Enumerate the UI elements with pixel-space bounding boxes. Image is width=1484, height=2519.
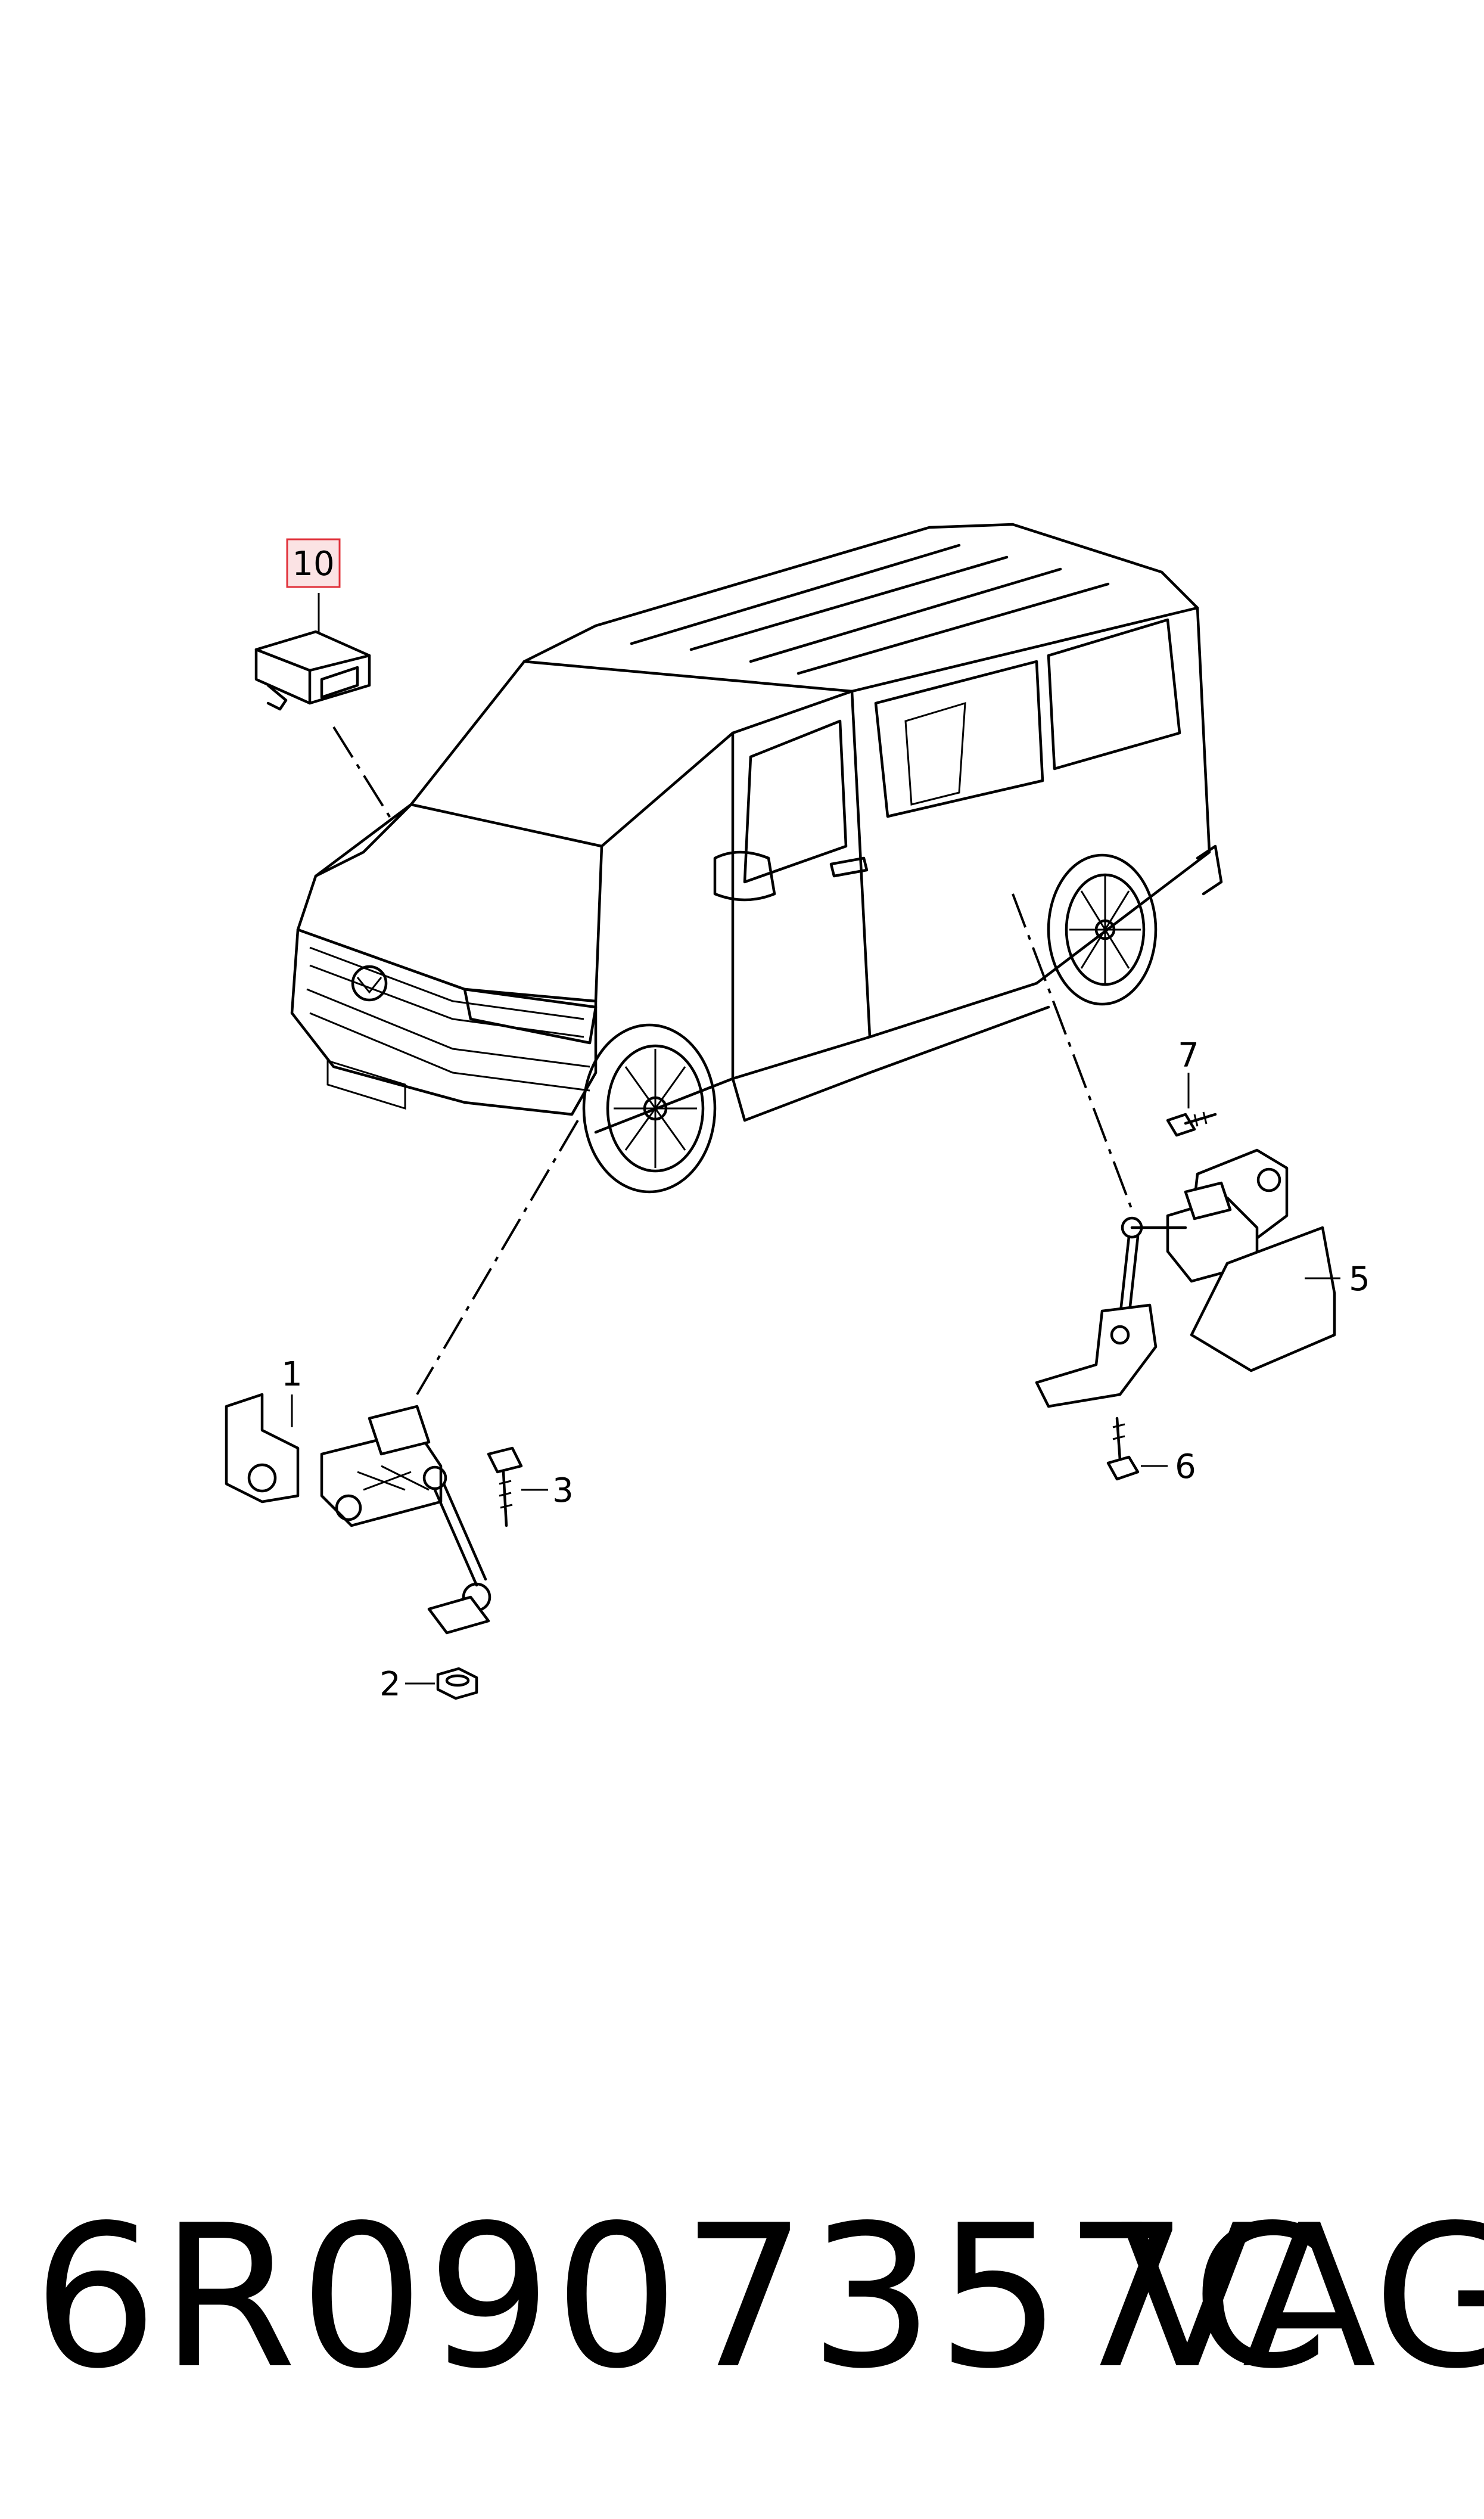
bolt-part-3 xyxy=(487,1446,523,1527)
van-illustration xyxy=(290,523,1223,1194)
callout-5: 5 xyxy=(1349,1260,1370,1299)
bolt-part-6 xyxy=(1106,1417,1140,1481)
callout-6: 6 xyxy=(1175,1448,1196,1486)
callout-10: 10 xyxy=(292,545,334,583)
callout-3: 3 xyxy=(552,1471,574,1510)
callout-1: 1 xyxy=(281,1355,303,1394)
brand-name: VAG xyxy=(1120,2183,1484,2412)
leader-10 xyxy=(332,726,394,824)
control-unit-part xyxy=(254,593,371,711)
leader-rear-sensor xyxy=(1012,893,1133,1210)
nut-part-2 xyxy=(436,1667,478,1700)
part-number: 6R0907357C xyxy=(33,2183,1331,2412)
rear-level-sensor xyxy=(1035,1148,1336,1408)
front-level-sensor xyxy=(225,1393,491,1635)
callout-2: 2 xyxy=(379,1665,401,1704)
callout-10-box xyxy=(286,538,341,588)
leader-front-sensor xyxy=(416,1119,579,1396)
callout-7: 7 xyxy=(1178,1036,1199,1075)
parts-diagram: 10 1 3 2 xyxy=(225,523,1370,1704)
bolt-part-7 xyxy=(1166,1111,1217,1137)
